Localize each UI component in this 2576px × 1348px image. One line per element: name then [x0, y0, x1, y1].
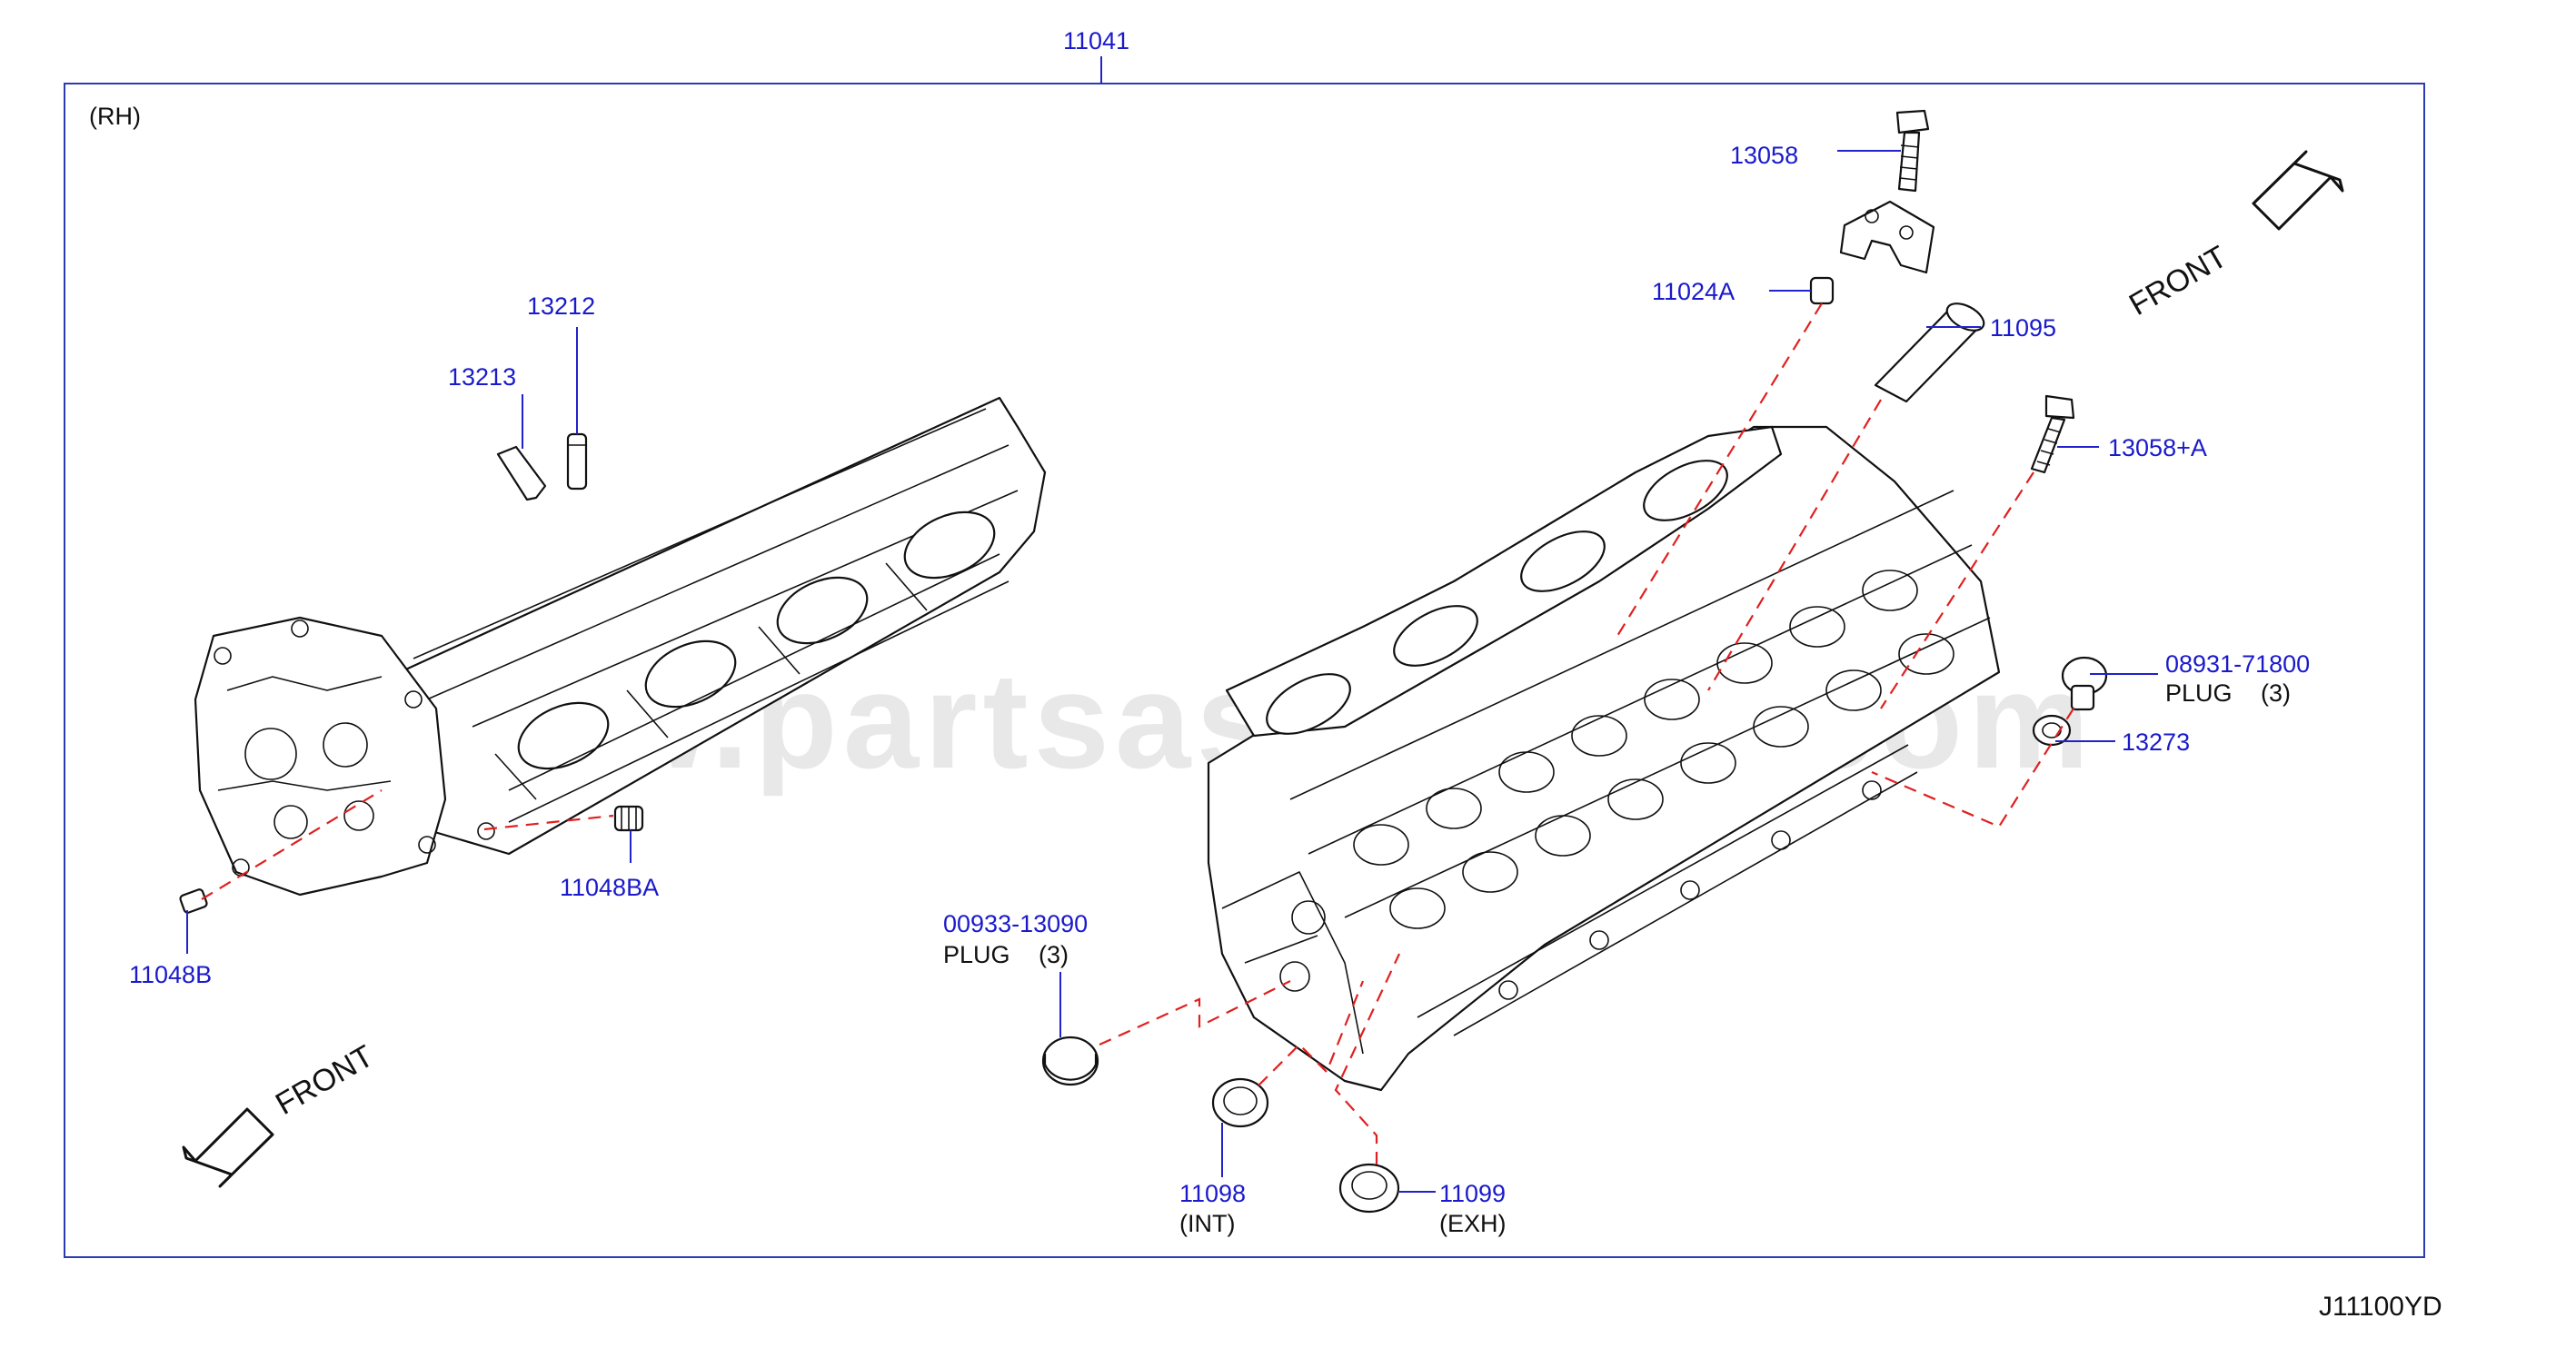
diagram-code: J11100YD — [2319, 1292, 2442, 1322]
callout-00933-13090[interactable]: 00933-13090 — [943, 910, 1088, 937]
callout-08931-71800[interactable]: 08931-71800 — [2165, 650, 2310, 678]
callout-13058[interactable]: 13058 — [1730, 142, 1798, 169]
phantom-line-left-2 — [483, 814, 614, 831]
callout-13273[interactable]: 13273 — [2122, 729, 2190, 756]
front-arrow-right: FRONT — [2123, 150, 2344, 322]
valve-guide-13213[interactable] — [496, 445, 547, 501]
callout-11098[interactable]: 11098 — [1179, 1180, 1246, 1207]
plug-08931-71800[interactable] — [2061, 656, 2108, 711]
callout-08931-name: PLUG — [2165, 679, 2233, 707]
dowel-11048B[interactable] — [179, 888, 208, 914]
callout-11048BA[interactable]: 11048BA — [560, 874, 659, 901]
callout-11048B[interactable]: 11048B — [129, 961, 212, 988]
callout-11095[interactable]: 11095 — [1990, 314, 2056, 342]
valve-guide-13212[interactable] — [566, 432, 588, 491]
callout-11099-note: (EXH) — [1439, 1210, 1507, 1237]
callout-00933-qty: (3) — [1039, 941, 1069, 968]
valve-pockets — [1353, 570, 1954, 929]
callout-11098-note: (INT) — [1179, 1210, 1235, 1237]
seal-11099[interactable] — [1338, 1163, 1400, 1214]
bolt-13058A[interactable] — [2030, 394, 2075, 474]
callout-00933-name: PLUG — [943, 941, 1010, 968]
callout-11024A[interactable]: 11024A — [1652, 278, 1735, 305]
phantom-line-11024A — [1616, 302, 1823, 637]
dowel-11024A[interactable] — [1809, 276, 1835, 305]
seal-11098[interactable] — [1211, 1077, 1269, 1128]
callout-13058A[interactable]: 13058+A — [2108, 434, 2207, 461]
phantom-line-left-1 — [201, 789, 383, 900]
side-label: (RH) — [89, 103, 141, 130]
front-arrow-left: FRONT — [182, 1038, 379, 1188]
sleeve-11095[interactable] — [1874, 298, 1988, 403]
phantom-line-plug-08931 — [1871, 708, 2074, 828]
phantom-line-13058A — [1880, 471, 2034, 709]
phantom-line-11095 — [1707, 399, 1882, 691]
cam-bracket-11024A-cap[interactable] — [1839, 200, 1935, 274]
dowel-11048BA[interactable] — [613, 805, 644, 832]
callout-13213[interactable]: 13213 — [448, 363, 516, 391]
left-cylinder-head[interactable] — [194, 396, 1047, 897]
phantom-line-11098 — [1258, 980, 1365, 1086]
plug-00933-13090[interactable] — [1041, 1036, 1099, 1086]
bolt-13058[interactable] — [1895, 109, 1930, 193]
assembly-number[interactable]: 11041 — [1063, 27, 1129, 55]
front-label-right: FRONT — [2123, 239, 2233, 322]
right-cylinder-head[interactable] — [1207, 425, 2001, 1092]
callout-11099[interactable]: 11099 — [1439, 1180, 1506, 1207]
callout-13212[interactable]: 13212 — [527, 292, 595, 320]
front-label-left: FRONT — [270, 1038, 379, 1121]
callout-08931-qty: (3) — [2261, 679, 2291, 707]
assembly-frame — [64, 83, 2425, 1258]
